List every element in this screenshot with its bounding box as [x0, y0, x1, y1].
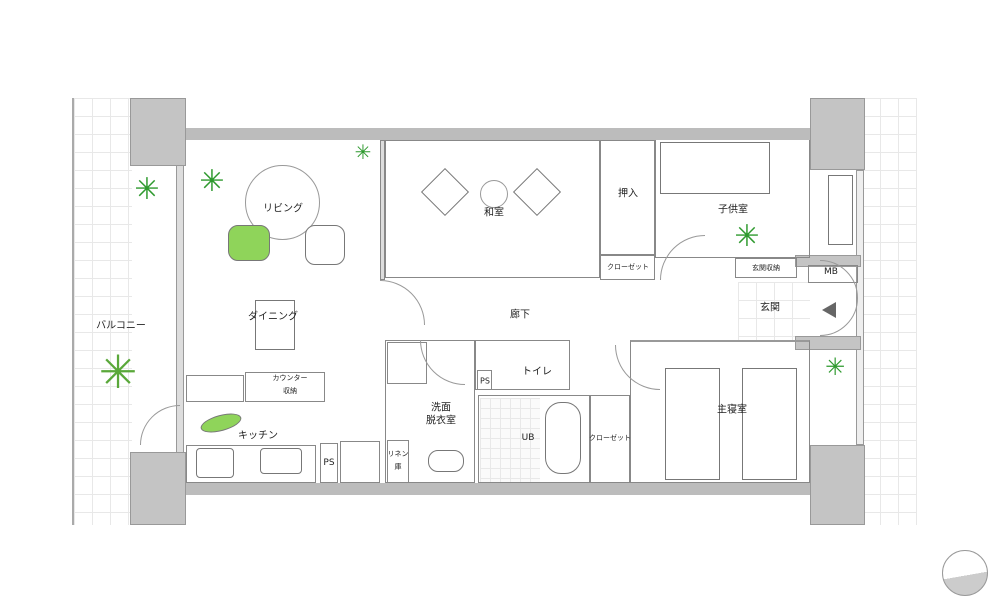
- label-ps-2: PS: [323, 458, 335, 468]
- linen-closet: [387, 440, 409, 483]
- label-mb: MB: [824, 267, 838, 277]
- green-rug: [198, 409, 244, 437]
- label-ub: UB: [521, 433, 535, 443]
- living-partition: [380, 140, 385, 280]
- kitchen-cabinet: [186, 445, 316, 483]
- stove: [196, 448, 234, 478]
- label-washroom-2: 脱衣室: [426, 415, 456, 427]
- pillar-bottom-left: [130, 452, 186, 525]
- label-kids-room: 子供室: [718, 204, 748, 216]
- sink: [260, 448, 302, 474]
- bed-1: [665, 368, 720, 480]
- wash-basin: [428, 450, 464, 472]
- dining-table: [255, 300, 295, 350]
- label-washitsu: 和室: [484, 207, 504, 219]
- closet-washitsu: [600, 255, 655, 280]
- toilet-room: [475, 340, 570, 390]
- label-living: リビング: [263, 203, 303, 215]
- label-kitchen: キッチン: [238, 430, 278, 442]
- kitchen-shelf: [186, 375, 244, 402]
- plant-icon: ✳: [824, 353, 846, 381]
- label-dining: ダイニング: [248, 311, 298, 323]
- label-balcony: バルコニー: [96, 320, 146, 332]
- kids-room: [655, 140, 810, 258]
- genkan-floor: [738, 282, 810, 340]
- genkan-storage: [735, 258, 797, 278]
- label-linen-1: リネン: [387, 450, 409, 458]
- green-sofa: [228, 225, 270, 261]
- bathtub: [545, 402, 581, 474]
- label-washroom-1: 洗面: [431, 402, 451, 414]
- desk: [828, 175, 853, 245]
- fridge-space: [340, 441, 380, 483]
- label-linen-2: 庫: [394, 463, 402, 471]
- kids-bed: [660, 142, 770, 194]
- bathroom-ub: [478, 395, 590, 483]
- label-counter-1: カウンター: [272, 374, 308, 382]
- closet-bath: [590, 395, 630, 483]
- exterior-right-area: [862, 98, 917, 525]
- label-genkan-storage: 玄関収納: [752, 264, 780, 272]
- plant-icon: ✳: [134, 172, 160, 207]
- label-ps-1: PS: [480, 376, 490, 386]
- oshiire: [600, 140, 655, 255]
- label-genkan: 玄関: [760, 302, 780, 314]
- ps-box-2: [320, 443, 338, 483]
- plant-icon: ✳: [98, 345, 138, 399]
- washitsu-room: [385, 140, 600, 278]
- bottom-wall: [185, 483, 810, 495]
- label-oshiire: 押入: [618, 188, 638, 200]
- right-wall: [856, 170, 864, 445]
- compass-icon: [942, 550, 988, 596]
- label-closet-2: クローゼット: [589, 434, 631, 442]
- armchair: [305, 225, 345, 265]
- label-hallway: 廊下: [510, 309, 530, 321]
- pillar-bottom-right: [810, 445, 865, 525]
- master-bedroom: [630, 340, 810, 483]
- top-wall: [185, 128, 810, 140]
- bath-floor: [480, 398, 540, 483]
- plant-icon: ✳: [354, 140, 372, 164]
- plant-icon: ✳: [734, 219, 760, 254]
- pillar-top-left: [130, 98, 186, 166]
- label-counter-2: 収納: [283, 387, 297, 395]
- low-table: [480, 180, 508, 208]
- label-master-bedroom: 主寝室: [717, 404, 747, 416]
- balcony-area: [72, 98, 132, 525]
- label-toilet: トイレ: [522, 366, 552, 378]
- pillar-genkan-2: [795, 336, 861, 350]
- label-closet-1: クローゼット: [607, 263, 649, 271]
- plant-icon: ✳: [199, 164, 225, 199]
- ps-box-1: [477, 370, 492, 390]
- bed-2: [742, 368, 797, 480]
- pillar-top-right: [810, 98, 865, 170]
- kitchen-counter: [245, 372, 325, 402]
